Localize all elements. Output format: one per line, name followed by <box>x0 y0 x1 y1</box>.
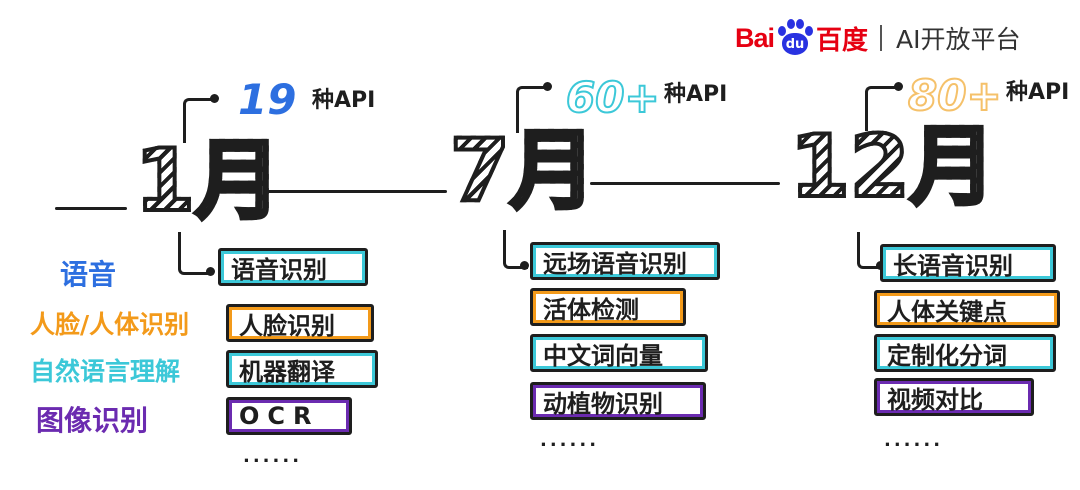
feature-label: 人脸识别 <box>239 311 335 340</box>
baidu-ai-logo: Bai du 百度 AI开放平台 <box>735 18 1021 58</box>
feature-box: 机器翻译 <box>226 350 378 388</box>
timeline-line-mid2 <box>590 182 780 185</box>
items-connector <box>857 232 884 269</box>
api-connector <box>183 98 216 143</box>
feature-box: 人体关键点 <box>874 290 1060 328</box>
timeline-line-mid1 <box>262 190 447 193</box>
feature-box: 语音识别 <box>218 248 368 286</box>
feature-box: 人脸识别 <box>226 304 374 342</box>
paw-toe <box>796 19 805 29</box>
paw-toe <box>787 19 796 29</box>
category-nlp: 自然语言理解 <box>30 357 181 386</box>
api-label-jul: 种API <box>664 82 728 107</box>
feature-box: 活体检测 <box>530 288 686 326</box>
more-indicator: ...... <box>243 446 303 467</box>
more-indicator: ...... <box>884 430 944 451</box>
api-label-dec: 种API <box>1006 80 1070 105</box>
api-count-dec: 80+ <box>907 71 1003 120</box>
category-face: 人脸/人体识别 <box>30 310 190 339</box>
connector-dot <box>520 261 529 270</box>
feature-label: 语音识别 <box>231 255 327 284</box>
connector-dot <box>210 94 219 103</box>
api-connector <box>516 86 549 133</box>
api-connector <box>865 86 900 131</box>
paw-toe <box>805 26 814 36</box>
feature-box: 定制化分词 <box>874 334 1056 372</box>
api-count-jul: 60+ <box>565 73 661 122</box>
logo-divider <box>880 25 883 51</box>
feature-box: 远场语音识别 <box>530 242 720 280</box>
timeline-line-start <box>55 207 127 210</box>
feature-label: 视频对比 <box>887 385 983 414</box>
api-label-jan: 种API <box>312 88 376 113</box>
month-dec: 12月 <box>788 117 998 217</box>
feature-box: 视频对比 <box>874 378 1034 416</box>
connector-dot <box>543 82 552 91</box>
feature-label: 定制化分词 <box>887 341 1007 370</box>
api-count-jan: 19 <box>238 75 297 124</box>
category-speech: 语音 <box>60 258 117 291</box>
feature-label: 动植物识别 <box>543 389 663 418</box>
items-connector <box>503 230 528 269</box>
more-indicator: ...... <box>540 430 600 451</box>
category-image: 图像识别 <box>36 404 149 437</box>
feature-label: 活体检测 <box>543 295 639 324</box>
connector-dot <box>206 267 215 276</box>
feature-label: 远场语音识别 <box>543 249 687 278</box>
logo-bai-text: Bai <box>735 22 775 53</box>
feature-label: 机器翻译 <box>239 357 335 386</box>
feature-box: 长语音识别 <box>880 244 1056 282</box>
items-connector <box>178 232 211 275</box>
feature-label: 人体关键点 <box>887 297 1007 326</box>
feature-label: OCR <box>239 402 320 430</box>
feature-label: 中文词向量 <box>543 341 663 370</box>
paw-icon: du <box>775 18 815 58</box>
month-jul: 7月 <box>448 121 598 221</box>
feature-box: OCR <box>226 397 352 435</box>
month-jan: 1月 <box>133 131 283 231</box>
connector-dot <box>894 82 903 91</box>
feature-label: 长语音识别 <box>893 251 1013 280</box>
paw-toe <box>778 26 787 36</box>
logo-suffix-text: AI开放平台 <box>896 25 1021 54</box>
feature-box: 中文词向量 <box>530 334 708 372</box>
feature-box: 动植物识别 <box>530 382 706 420</box>
logo-brand-text: 百度 <box>816 24 869 55</box>
logo-du-text: du <box>782 33 809 55</box>
